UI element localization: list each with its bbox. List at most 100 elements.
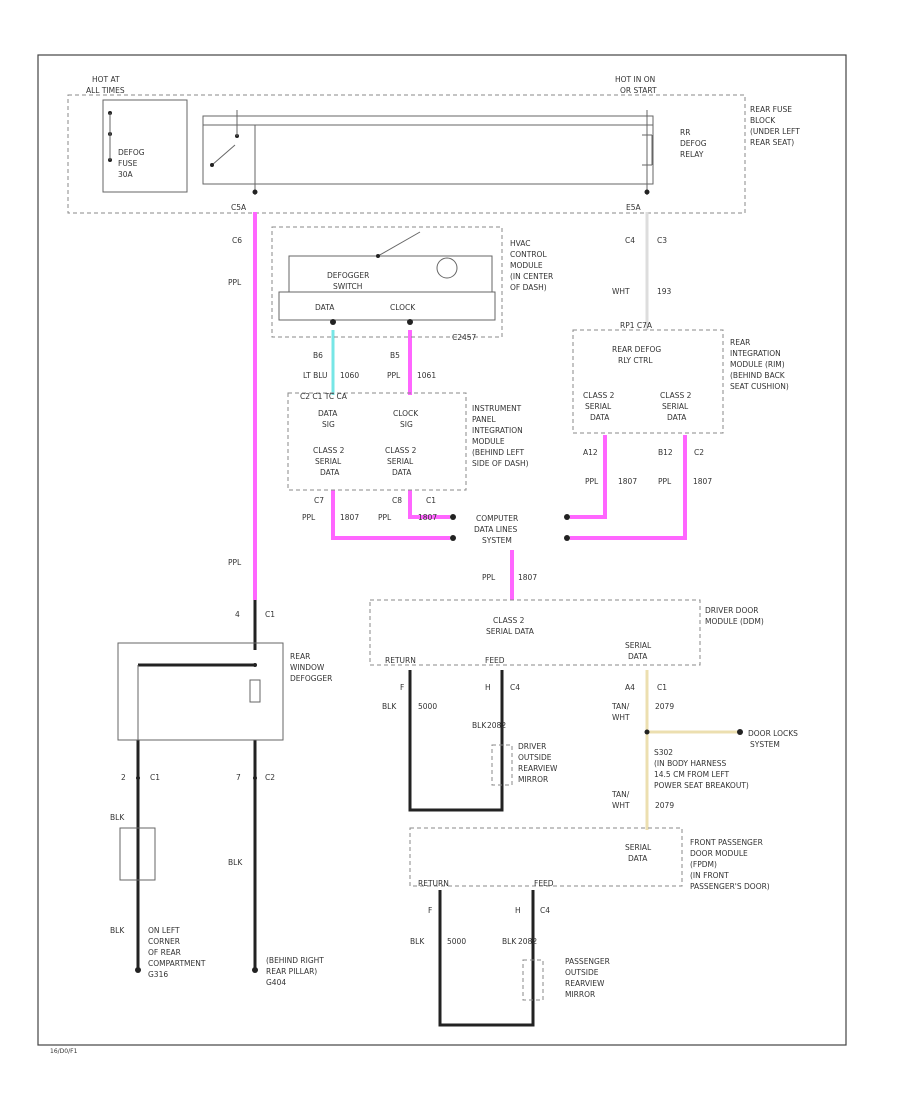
- ground-left-label-3: OF REAR: [148, 948, 181, 957]
- hot-at-all-times-1: HOT AT: [92, 75, 120, 84]
- label-1807-driver: 1807: [518, 573, 537, 582]
- label-1060: 1060: [340, 371, 359, 380]
- footer-id: 16/D0/F1: [50, 1048, 78, 1055]
- ipi-label-5: (BEHIND LEFT: [472, 448, 525, 457]
- label-wht: WHT: [612, 287, 630, 296]
- label-1807-ipi1: 1807: [340, 513, 359, 522]
- label-c7: C7: [314, 496, 324, 505]
- passenger-mirror-label-3: REARVIEW: [565, 979, 605, 988]
- ipi-label-3: INTEGRATION: [472, 426, 523, 435]
- passenger-serial-1: SERIAL: [625, 843, 652, 852]
- computer-data-lines-label-2: DATA LINES: [474, 525, 517, 534]
- label-2082-pmirror: 2082: [518, 937, 537, 946]
- relay-label-1: RR: [680, 128, 690, 137]
- label-7-right: 7: [236, 773, 241, 782]
- rear-fuse-block-label-3: (UNDER LEFT: [750, 127, 800, 136]
- driver-mirror-label-3: REARVIEW: [518, 764, 558, 773]
- left-ground-connector: [119, 827, 156, 881]
- ipi-serial2-2: SERIAL: [387, 457, 414, 466]
- label-193: 193: [657, 287, 672, 296]
- passenger-label-3: (FPDM): [690, 860, 717, 869]
- driver-door-label-2: MODULE (DDM): [705, 617, 764, 626]
- label-blk-pass: BLK: [410, 937, 425, 946]
- hvac-module-label-2: CONTROL: [510, 250, 547, 259]
- label-blk-mirror: BLK: [472, 721, 487, 730]
- label-1061: 1061: [417, 371, 436, 380]
- label-blk-right-1: BLK: [228, 858, 243, 867]
- label-blk-left-2: BLK: [110, 926, 125, 935]
- splice-label-1: S302: [654, 748, 673, 757]
- label-ppl-ipi1: PPL: [302, 513, 316, 522]
- hvac-clock-label: CLOCK: [390, 303, 416, 312]
- wire-ipi-serial1: [331, 490, 450, 540]
- label-1807-ipi2: 1807: [418, 513, 437, 522]
- hot-in-on-2: OR START: [620, 86, 657, 95]
- ground-right: (BEHIND RIGHT REAR PILLAR) G404: [252, 956, 324, 987]
- label-ppl-ipi2: PPL: [378, 513, 392, 522]
- label-a4: A4: [625, 683, 635, 692]
- label-c8-c1: C8: [392, 496, 402, 505]
- label-blk-left-1: BLK: [110, 813, 125, 822]
- rear-fuse-block-label-1: REAR FUSE: [750, 105, 792, 114]
- wire-rim-serial1: [570, 435, 607, 519]
- label-h-pass: H: [515, 906, 521, 915]
- rim-label-2: INTEGRATION: [730, 349, 781, 358]
- label-c4-relay: C4: [625, 236, 635, 245]
- label-2079-1: 2079: [655, 702, 674, 711]
- label-c3-relay: C3: [657, 236, 667, 245]
- rim-connector-label: RP1 C7A: [620, 321, 653, 330]
- splice-label-4: POWER SEAT BREAKOUT): [654, 781, 749, 790]
- splice-label-3: 14.5 CM FROM LEFT: [654, 770, 730, 779]
- passenger-return: RETURN: [418, 879, 449, 888]
- hvac-module-label-4: (IN CENTER: [510, 272, 553, 281]
- instrument-panel-integration-module: C2 C1 TC CA DATA SIG CLOCK SIG CLASS 2 S…: [287, 392, 529, 491]
- fuse-block-pin-right: E5A: [626, 203, 642, 212]
- label-c4-driver: C4: [510, 683, 520, 692]
- passenger-serial-2: DATA: [628, 854, 648, 863]
- label-c6: C6: [232, 236, 242, 245]
- door-locks-label-1: DOOR LOCKS: [748, 729, 798, 738]
- label-c2-rim: C2: [694, 448, 704, 457]
- defogger-label-1: REAR: [290, 652, 310, 661]
- driver-door-return: RETURN: [385, 656, 416, 665]
- rim-label-5: SEAT CUSHION): [730, 382, 789, 391]
- label-ppl-clock: PPL: [387, 371, 401, 380]
- wire-rim-serial2: [570, 435, 687, 540]
- label-ppl-2: PPL: [228, 558, 242, 567]
- defogger-switch-label-2: SWITCH: [333, 282, 362, 291]
- label-blk-pmirror: BLK: [502, 937, 517, 946]
- label-f-driver: F: [400, 683, 404, 692]
- label-tan-1a: TAN/: [611, 702, 630, 711]
- diagram-frame: [37, 54, 847, 1046]
- splice-label-2: (IN BODY HARNESS: [654, 759, 726, 768]
- driver-door-serial-data-1: SERIAL: [625, 641, 652, 650]
- rear-window-defogger: REAR WINDOW DEFOGGER: [117, 642, 332, 741]
- connector-dots: [136, 189, 650, 780]
- rim-serial2-3: DATA: [667, 413, 687, 422]
- label-c1-serial: C1: [657, 683, 667, 692]
- ipi-data-sig-1: DATA: [318, 409, 338, 418]
- rim-label-4: (BEHIND BACK: [730, 371, 786, 380]
- label-h-driver: H: [485, 683, 491, 692]
- front-passenger-door-module: SERIAL DATA RETURN FEED FRONT PASSENGER …: [409, 827, 770, 891]
- computer-data-lines-label-3: SYSTEM: [482, 536, 512, 545]
- hvac-module-label-5: OF DASH): [510, 283, 547, 292]
- label-2082-mirror: 2082: [487, 721, 506, 730]
- label-a12: A12: [583, 448, 598, 457]
- rear-fuse-block-label-2: BLOCK: [750, 116, 776, 125]
- label-2079-2: 2079: [655, 801, 674, 810]
- rear-fuse-block-label-4: REAR SEAT): [750, 138, 794, 147]
- ground-left-label-2: CORNER: [148, 937, 180, 946]
- computer-data-lines-label-1: COMPUTER: [476, 514, 518, 523]
- ground-left: ON LEFT CORNER OF REAR COMPARTMENT G316: [135, 926, 206, 979]
- label-tan-2a: TAN/: [611, 790, 630, 799]
- ipi-label-4: MODULE: [472, 437, 505, 446]
- passenger-feed: FEED: [534, 879, 554, 888]
- rim-serial2-1: CLASS 2: [660, 391, 692, 400]
- label-nca-left: C1: [150, 773, 160, 782]
- label-c1-defogger: C1: [265, 610, 275, 619]
- ipi-serial2-3: DATA: [392, 468, 412, 477]
- wire-ipi-serial2: [408, 490, 450, 519]
- rim-serial2-2: SERIAL: [662, 402, 689, 411]
